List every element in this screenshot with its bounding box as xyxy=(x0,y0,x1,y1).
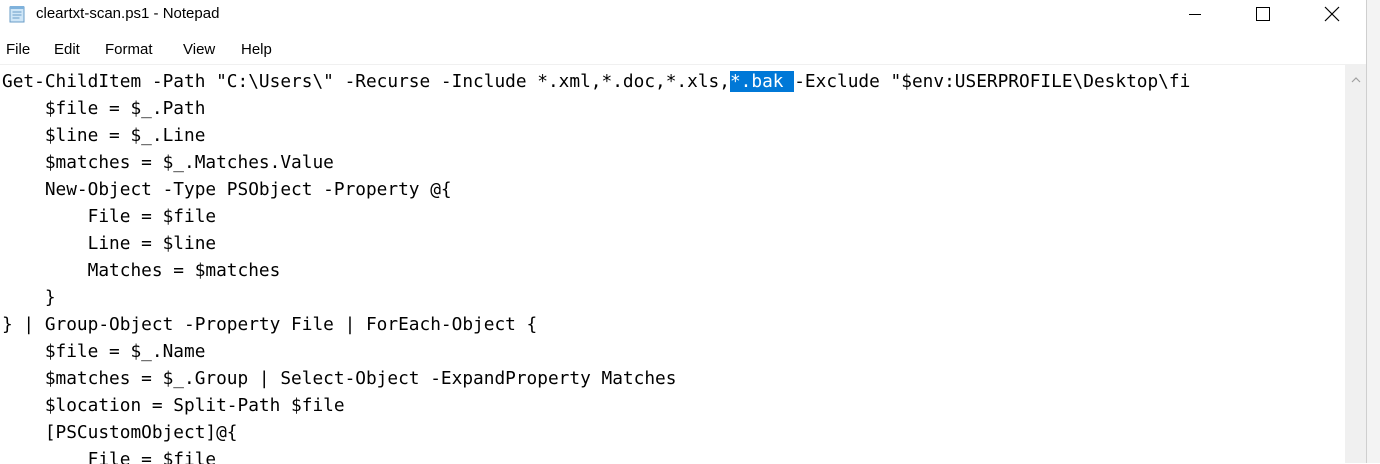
code-line-11: $file = $_.Name xyxy=(2,341,206,362)
code-line-4: $matches = $_.Matches.Value xyxy=(2,152,334,173)
code-line-10: } | Group-Object -Property File | ForEac… xyxy=(2,314,538,335)
window-title: cleartxt-scan.ps1 - Notepad xyxy=(36,5,220,22)
notepad-icon xyxy=(9,5,26,23)
minimize-icon xyxy=(1189,8,1201,20)
code-line-3: $line = $_.Line xyxy=(2,125,206,146)
code-line-6: File = $file xyxy=(2,206,217,227)
text-editor[interactable]: Get-ChildItem -Path "C:\Users\" -Recurse… xyxy=(0,64,1345,464)
code-line-2: $file = $_.Path xyxy=(2,98,206,119)
code-line-15: File = $file xyxy=(2,449,217,464)
code-line-9: } xyxy=(2,287,56,308)
code-text: Get-ChildItem -Path "C:\Users\" -Recurse… xyxy=(2,71,730,92)
code-text: -Exclude "$env:USERPROFILE\Desktop\fi xyxy=(794,71,1191,92)
minimize-button[interactable] xyxy=(1172,0,1218,28)
window-edge xyxy=(1366,0,1380,463)
menu-format[interactable]: Format xyxy=(105,41,153,58)
code-line-7: Line = $line xyxy=(2,233,217,254)
menu-bar: File Edit Format View Help xyxy=(0,38,1366,62)
maximize-icon xyxy=(1256,7,1270,21)
code-line-1: Get-ChildItem -Path "C:\Users\" -Recurse… xyxy=(2,68,1190,95)
code-line-12: $matches = $_.Group | Select-Object -Exp… xyxy=(2,368,677,389)
selected-text[interactable]: *.bak xyxy=(729,71,795,92)
menu-help[interactable]: Help xyxy=(241,41,272,58)
close-button[interactable] xyxy=(1309,0,1355,28)
code-line-8: Matches = $matches xyxy=(2,260,281,281)
scroll-up-button[interactable] xyxy=(1345,64,1366,94)
chevron-up-icon xyxy=(1351,70,1361,88)
close-icon xyxy=(1324,6,1340,22)
menu-view[interactable]: View xyxy=(183,41,216,58)
maximize-button[interactable] xyxy=(1240,0,1286,28)
vertical-scrollbar[interactable] xyxy=(1345,64,1366,463)
code-line-5: New-Object -Type PSObject -Property @{ xyxy=(2,179,452,200)
code-line-14: [PSCustomObject]@{ xyxy=(2,422,238,443)
menu-file[interactable]: File xyxy=(6,41,31,58)
title-bar[interactable]: cleartxt-scan.ps1 - Notepad xyxy=(0,0,1366,28)
code-line-13: $location = Split-Path $file xyxy=(2,395,345,416)
menu-edit[interactable]: Edit xyxy=(54,41,80,58)
